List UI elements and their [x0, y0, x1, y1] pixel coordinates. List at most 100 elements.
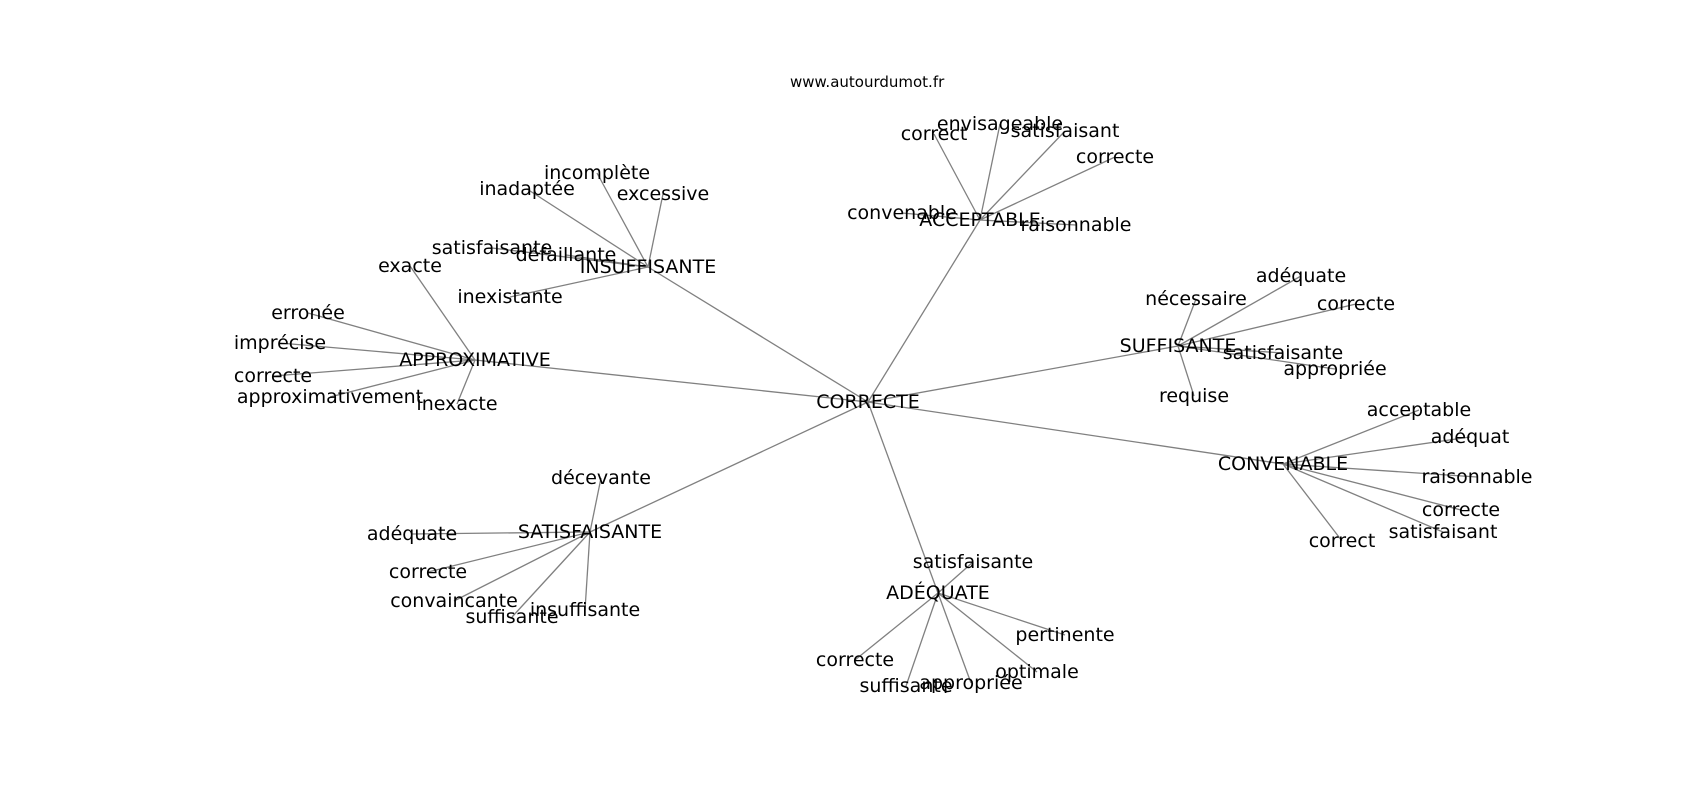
node-leaf-adequate: adéquate [1256, 265, 1346, 287]
node-leaf-appropriee: appropriée [1283, 358, 1386, 380]
edge-acceptable-correcte [979, 156, 1116, 221]
node-leaf-acceptable: acceptable [1367, 399, 1471, 421]
edge-satisfaisante-decevante [589, 477, 602, 533]
edge-suffisante-satisfaisante [1177, 345, 1284, 354]
edge-satisfaisante-insuffisante [584, 531, 591, 611]
edge-satisfaisante-suffisante [511, 531, 591, 618]
edge-center-adequate [867, 401, 939, 594]
node-hub-acceptable: ACCEPTABLE [919, 209, 1040, 231]
node-leaf-appropriee: appropriée [919, 672, 1022, 694]
edge-acceptable-satisfaisant [979, 130, 1066, 221]
edge-convenable-raisonnable [1282, 463, 1478, 478]
node-hub-suffisante: SUFFISANTE [1120, 335, 1237, 357]
node-leaf-necessaire: nécessaire [1145, 288, 1247, 310]
edge-suffisante-necessaire [1177, 298, 1197, 347]
edge-insuffisante-inexistante [509, 266, 649, 298]
edge-center-insuffisante [647, 266, 869, 403]
edge-convenable-correct [1282, 463, 1343, 542]
edge-convenable-satisfaisant [1282, 463, 1444, 533]
node-leaf-convenable: convenable [847, 202, 957, 224]
edge-approximative-exacte [409, 265, 476, 361]
node-hub-satisfaisante: SATISFAISANTE [518, 521, 662, 543]
node-leaf-approximativement: approximativement [237, 386, 423, 408]
node-leaf-correcte: correcte [234, 365, 312, 387]
node-leaf-satisfaisante: satisfaisante [913, 551, 1034, 573]
node-leaf-decevante: décevante [551, 467, 651, 489]
node-leaf-correcte: correcte [1422, 499, 1500, 521]
node-leaf-excessive: excessive [617, 183, 709, 205]
node-leaf-inexistante: inexistante [457, 286, 562, 308]
edge-convenable-acceptable [1282, 409, 1420, 465]
edge-insuffisante-defaillante [565, 254, 649, 268]
node-leaf-raisonnable: raisonnable [1020, 214, 1131, 236]
node-leaf-envisageable: envisageable [937, 113, 1063, 135]
edge-suffisante-adequate [1177, 275, 1302, 347]
node-leaf-satisfaisante: satisfaisante [1223, 342, 1344, 364]
watermark: www.autourdumot.fr [790, 73, 945, 91]
edge-satisfaisante-adequate [411, 531, 591, 535]
node-leaf-adequate: adéquate [367, 523, 457, 545]
node-leaf-convaincante: convaincante [390, 590, 518, 612]
edge-adequate-suffisante [905, 592, 939, 687]
edge-center-satisfaisante [589, 401, 869, 533]
node-leaf-correct: correct [901, 123, 968, 145]
edge-adequate-pertinente [937, 592, 1066, 636]
node-hub-insuffisante: INSUFFISANTE [580, 256, 716, 278]
node-center-correcte: CORRECTE [816, 391, 920, 413]
node-leaf-defaillante: défaillante [516, 244, 617, 266]
edge-insuffisante-inadaptee [526, 188, 649, 268]
edge-approximative-imprecise [279, 342, 476, 361]
edge-acceptable-raisonnable [979, 219, 1077, 226]
node-leaf-correcte: correcte [1076, 146, 1154, 168]
edge-suffisante-correcte [1177, 303, 1357, 347]
node-leaf-correcte: correcte [389, 561, 467, 583]
edge-acceptable-convenable [901, 212, 981, 221]
node-leaf-inexacte: inexacte [416, 393, 497, 415]
edge-acceptable-correct [933, 133, 981, 221]
edge-center-suffisante [867, 345, 1179, 403]
node-hub-convenable: CONVENABLE [1218, 453, 1348, 475]
edge-center-approximative [474, 359, 869, 403]
node-leaf-erronee: erronée [271, 302, 345, 324]
node-leaf-pertinente: pertinente [1015, 624, 1114, 646]
graph-labels: CORRECTEACCEPTABLEcorrectenvisageablesat… [234, 113, 1533, 697]
edge-center-acceptable [867, 219, 981, 403]
node-leaf-correcte: correcte [1317, 293, 1395, 315]
node-leaf-satisfaisante: satisfaisante [432, 237, 553, 259]
edge-adequate-appropriee [937, 592, 972, 684]
node-leaf-correcte: correcte [816, 649, 894, 671]
node-leaf-raisonnable: raisonnable [1421, 466, 1532, 488]
node-hub-adequate: ADÉQUATE [886, 581, 990, 604]
edge-approximative-erronee [307, 312, 476, 361]
node-leaf-imprecise: imprécise [234, 332, 326, 354]
edge-approximative-approximativement [329, 359, 476, 398]
node-leaf-incomplete: incomplète [544, 162, 650, 184]
node-leaf-insuffisante: insuffisante [530, 599, 640, 621]
edge-convenable-correcte [1282, 463, 1462, 511]
edge-adequate-correcte [854, 592, 939, 661]
edge-satisfaisante-convaincante [453, 531, 591, 602]
edge-convenable-adequat [1282, 436, 1471, 465]
edge-acceptable-envisageable [979, 123, 1001, 221]
node-leaf-exacte: exacte [378, 255, 442, 277]
edge-suffisante-requise [1177, 345, 1195, 397]
edge-insuffisante-incomplete [596, 172, 649, 268]
edge-approximative-correcte [272, 359, 476, 377]
node-leaf-inadaptee: inadaptée [479, 178, 575, 200]
edge-adequate-optimale [937, 592, 1038, 673]
node-leaf-correct: correct [1309, 530, 1376, 552]
edge-approximative-inexacte [456, 359, 476, 405]
node-leaf-optimale: optimale [995, 661, 1079, 683]
node-leaf-suffisante: suffisante [859, 675, 952, 697]
edge-satisfaisante-correcte [427, 531, 591, 573]
node-leaf-satisfaisant: satisfaisant [1011, 120, 1120, 142]
graph-edges [272, 123, 1478, 687]
node-leaf-satisfaisant: satisfaisant [1389, 521, 1498, 543]
node-leaf-requise: requise [1159, 385, 1229, 407]
edge-adequate-satisfaisante [937, 561, 974, 594]
node-hub-approximative: APPROXIMATIVE [399, 349, 551, 371]
edge-center-convenable [867, 401, 1284, 465]
edge-suffisante-appropriee [1177, 345, 1336, 370]
node-leaf-suffisante: suffisante [465, 606, 558, 628]
